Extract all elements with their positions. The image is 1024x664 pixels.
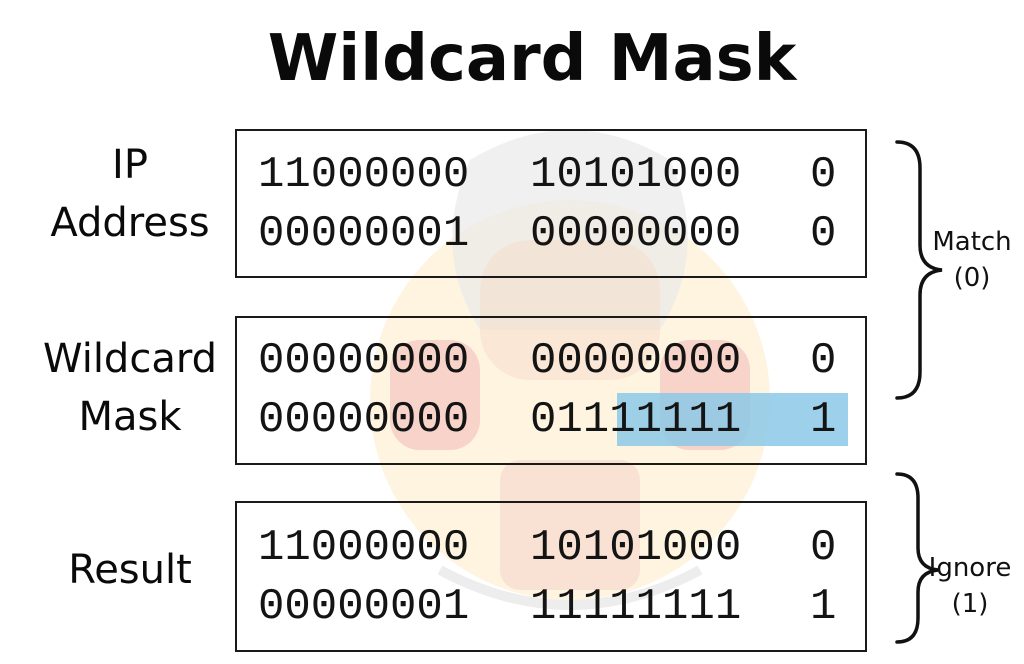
bits-octet: 0 <box>810 523 837 573</box>
annotation-line: (0) <box>953 263 991 293</box>
bits-octet: 0 <box>810 209 837 259</box>
bits-octet: 0 <box>810 336 837 386</box>
diagram-title: Wildcard Mask <box>267 22 797 96</box>
bits-octet: 00000001 <box>258 582 470 632</box>
ignored-bits-highlight <box>617 393 848 446</box>
bits-octet: 10101000 <box>530 150 742 200</box>
bits-octet: 00000000 <box>530 336 742 386</box>
wildcard-mask-box <box>235 316 867 465</box>
bits-octet: 01111111 <box>530 395 742 445</box>
bits-octet: 00000001 <box>258 209 470 259</box>
bits-octet: 1 <box>810 395 837 445</box>
match-annotation: Match (0) <box>920 224 1024 296</box>
label-line: Mask <box>78 394 182 440</box>
ip-address-box <box>235 129 867 278</box>
bits-octet: 11000000 <box>258 523 470 573</box>
annotation-line: (1) <box>951 589 989 619</box>
bits-octet: 11000000 <box>258 150 470 200</box>
label-line: IP <box>112 142 148 188</box>
annotation-line: Match <box>932 227 1012 257</box>
bits-octet: 0 <box>810 150 837 200</box>
bits-octet: 00000000 <box>258 395 470 445</box>
ip-address-label: IP Address <box>20 136 240 252</box>
ignore-annotation: Ignore (1) <box>918 550 1022 622</box>
bits-octet: 11111111 <box>530 582 742 632</box>
bits-octet: 00000000 <box>530 209 742 259</box>
label-line: Result <box>68 547 192 593</box>
annotation-line: Ignore <box>928 553 1012 583</box>
result-box <box>235 501 867 652</box>
bits-octet: 10101000 <box>530 523 742 573</box>
result-label: Result <box>20 541 240 599</box>
wildcard-mask-label: Wildcard Mask <box>20 330 240 446</box>
watermark-logo <box>370 130 770 610</box>
label-line: Address <box>50 200 210 246</box>
label-line: Wildcard <box>43 336 217 382</box>
bits-octet: 00000000 <box>258 336 470 386</box>
bits-octet: 1 <box>810 582 837 632</box>
